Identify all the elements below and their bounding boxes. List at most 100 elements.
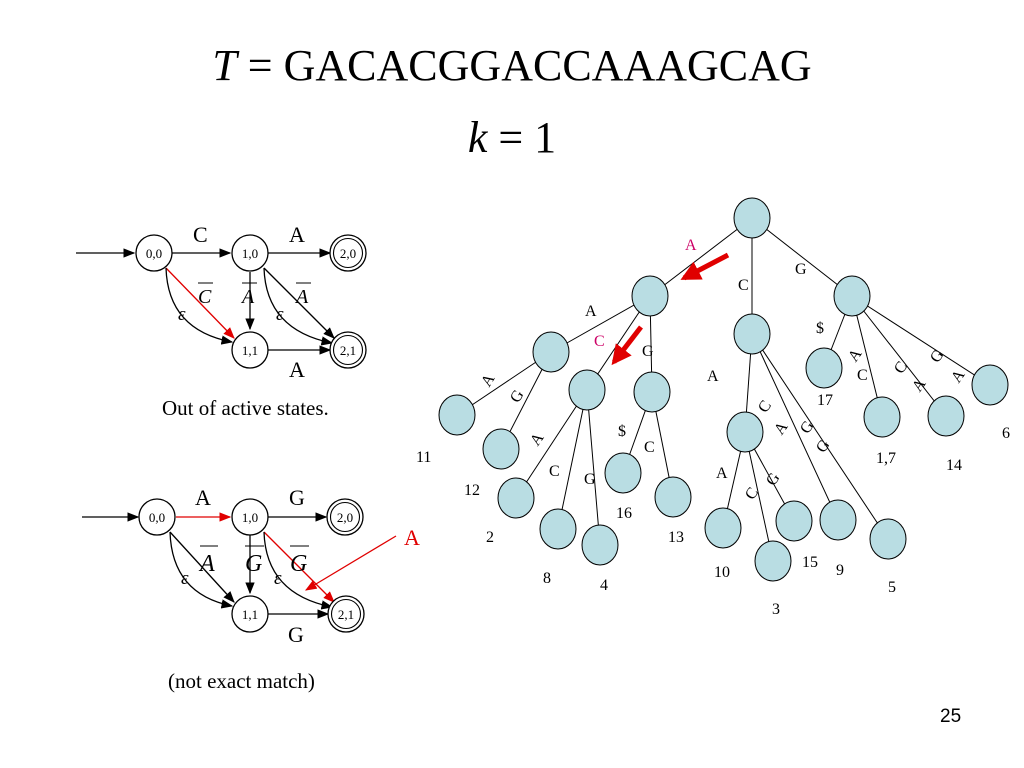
caption-active-states: Out of active states. xyxy=(162,396,329,420)
edge-label-c-red: C xyxy=(594,333,605,350)
leaf-9 xyxy=(819,499,857,541)
label2-g: G xyxy=(289,485,305,510)
state2-1-1 xyxy=(231,595,269,633)
edge-label-c-6: C xyxy=(857,367,868,384)
edge-label-dollar-2: $ xyxy=(816,320,824,337)
state2-1-1-label: 1,1 xyxy=(242,607,258,622)
leaf-label-15: 15 xyxy=(802,554,818,571)
label2-g-bar-1: G xyxy=(245,551,262,577)
leaf-15 xyxy=(775,500,813,542)
tree-leaf-labels: 11 12 2 8 4 16 13 10 3 15 9 5 17 1,7 14 … xyxy=(416,392,1010,618)
state-2-0-label: 2,0 xyxy=(340,246,356,261)
leaf-label-5: 5 xyxy=(888,579,896,596)
edge-label-g-8: G xyxy=(927,346,948,366)
callout-a: A xyxy=(404,525,420,550)
edge-label-c-2: C xyxy=(549,463,560,480)
state2-2-0-label: 2,0 xyxy=(337,510,353,525)
leaf-17 xyxy=(805,347,843,389)
label-a-bar-1: A xyxy=(240,286,255,308)
label-epsilon-2: ε xyxy=(276,304,284,325)
leaf-label-4: 4 xyxy=(600,577,608,594)
leaf-5 xyxy=(869,518,907,560)
leaf-10 xyxy=(704,507,742,549)
leaf-13 xyxy=(654,476,692,518)
state-1-1 xyxy=(231,331,269,369)
state2-2-0 xyxy=(326,498,364,536)
label2-a-bar: A xyxy=(198,551,215,577)
state2-2-1-label: 2,1 xyxy=(338,607,354,622)
traversal-arrow-1 xyxy=(680,252,730,281)
edge-c-bar-red xyxy=(165,267,235,339)
state-1-0-label: 1,0 xyxy=(242,246,258,261)
node-ac xyxy=(568,369,606,411)
leaf-14 xyxy=(927,395,965,437)
state2-1-0 xyxy=(231,498,269,536)
leaf-4 xyxy=(581,524,619,566)
edge-label-a: A xyxy=(585,303,597,320)
edge-label-a-5: A xyxy=(771,418,792,438)
label-a-bar-2: A xyxy=(294,286,309,308)
edge-label-g-7: G xyxy=(763,469,784,489)
node-aa xyxy=(532,331,570,373)
edge-label-a-6: A xyxy=(716,465,728,482)
edge-g-bar-red xyxy=(263,531,335,603)
state2-2-1 xyxy=(327,595,365,633)
state-2-1 xyxy=(329,331,367,369)
leaf-label-11: 11 xyxy=(416,449,431,466)
leaf-label-9: 9 xyxy=(836,562,844,579)
edge-label-c-3: C xyxy=(644,439,655,456)
tree-nodes xyxy=(438,197,1009,582)
state2-0-0-label: 0,0 xyxy=(149,510,165,525)
state-2-1-label: 2,1 xyxy=(340,343,356,358)
edge-label-c-4: C xyxy=(755,398,775,416)
page-number: 25 xyxy=(940,706,962,727)
leaf-label-14: 14 xyxy=(946,457,962,474)
state-1-1-label: 1,1 xyxy=(242,343,258,358)
state-2-0 xyxy=(329,234,367,272)
k-value-title: k = 1 xyxy=(467,113,557,162)
label2-epsilon-2: ε xyxy=(274,568,282,589)
edge-label-g-5: G xyxy=(797,417,818,437)
edge-eps-4 xyxy=(263,531,334,610)
node-a xyxy=(631,275,669,317)
leaf-3 xyxy=(754,540,792,582)
node-g xyxy=(833,275,871,317)
state2-0-0 xyxy=(138,498,176,536)
leaf-11 xyxy=(438,394,476,436)
leaf-label-16: 16 xyxy=(616,505,632,522)
edge-a-bar-diag xyxy=(263,267,335,339)
leaf-12 xyxy=(482,428,520,470)
label2-epsilon-1: ε xyxy=(181,568,189,589)
traversal-arrow-2 xyxy=(611,325,643,366)
edge-label-c-5: C xyxy=(742,485,762,503)
label-a-bottom: A xyxy=(289,357,305,382)
edge-label-a-4: A xyxy=(707,368,719,385)
edge-label-c-7: C xyxy=(891,359,911,377)
state-1-0 xyxy=(231,234,269,272)
state2-1-0-label: 1,0 xyxy=(242,510,258,525)
leaf-6 xyxy=(971,364,1009,406)
node-ca xyxy=(726,411,764,453)
node-root xyxy=(733,197,771,239)
state-0-0 xyxy=(135,234,173,272)
edge-label-a-3: A xyxy=(527,429,548,449)
state-0-0-label: 0,0 xyxy=(146,246,162,261)
label-c: C xyxy=(193,222,208,247)
leaf-label-17: 17 xyxy=(817,392,833,409)
edge-label-a-2: A xyxy=(478,371,499,390)
label2-a: A xyxy=(195,485,211,510)
label2-g-bottom: G xyxy=(288,622,304,647)
leaf-label-3: 3 xyxy=(772,601,780,618)
edge-label-g: G xyxy=(795,261,807,278)
leaf-8 xyxy=(539,508,577,550)
automaton-2: 0,0 1,0 2,0 1,1 2,1 A G G A A G G xyxy=(82,485,420,647)
callout-arrow xyxy=(304,535,397,591)
leaf-label-13: 13 xyxy=(668,529,684,546)
leaf-label-8: 8 xyxy=(543,570,551,587)
edge-a-bar-diag xyxy=(169,531,235,603)
leaf-2 xyxy=(497,477,535,519)
edge-label-a-red: A xyxy=(685,237,697,254)
node-ag xyxy=(633,371,671,413)
